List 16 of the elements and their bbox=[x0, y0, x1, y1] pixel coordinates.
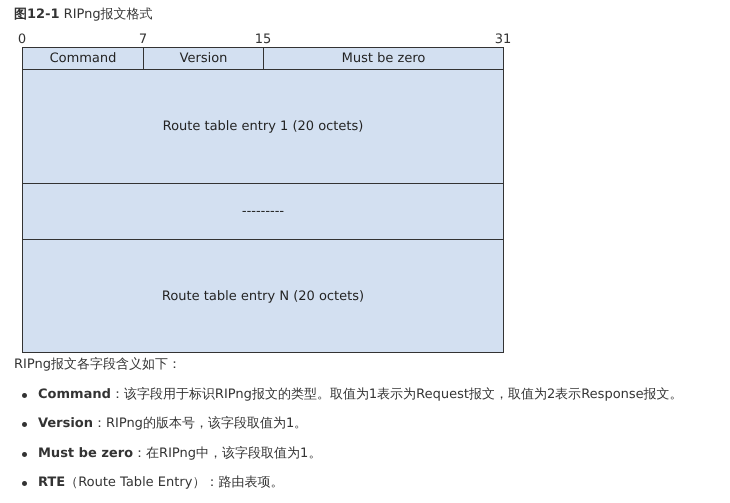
bullet-item: Version：RIPng的版本号，该字段取值为1。 bbox=[20, 415, 308, 433]
ellipsis-block: --------- bbox=[22, 183, 504, 240]
intro-text: RIPng报文各字段含义如下： bbox=[14, 356, 181, 374]
bullet-item: RTE（Route Table Entry）：路由表项。 bbox=[20, 474, 284, 492]
bit-number: 7 bbox=[138, 31, 148, 49]
bullet-item: Must be zero：在RIPng中，该字段取值为1。 bbox=[20, 445, 322, 463]
figure-title: 图12-1 RIPng报文格式 bbox=[14, 6, 153, 23]
bullet-item: Command：该字段用于标识RIPng报文的类型。取值为1表示为Request报文，取值为2表示Response报文。 bbox=[20, 386, 683, 404]
field-cell: Must be zero bbox=[263, 47, 504, 70]
bit-number: 15 bbox=[254, 31, 272, 49]
entry-block: Route table entry N (20 octets) bbox=[22, 239, 504, 353]
bit-number: 31 bbox=[494, 31, 512, 49]
bit-number: 0 bbox=[18, 31, 26, 49]
field-cell: Version bbox=[143, 47, 264, 70]
field-cell: Command bbox=[22, 47, 144, 70]
entry-block: Route table entry 1 (20 octets) bbox=[22, 69, 504, 184]
